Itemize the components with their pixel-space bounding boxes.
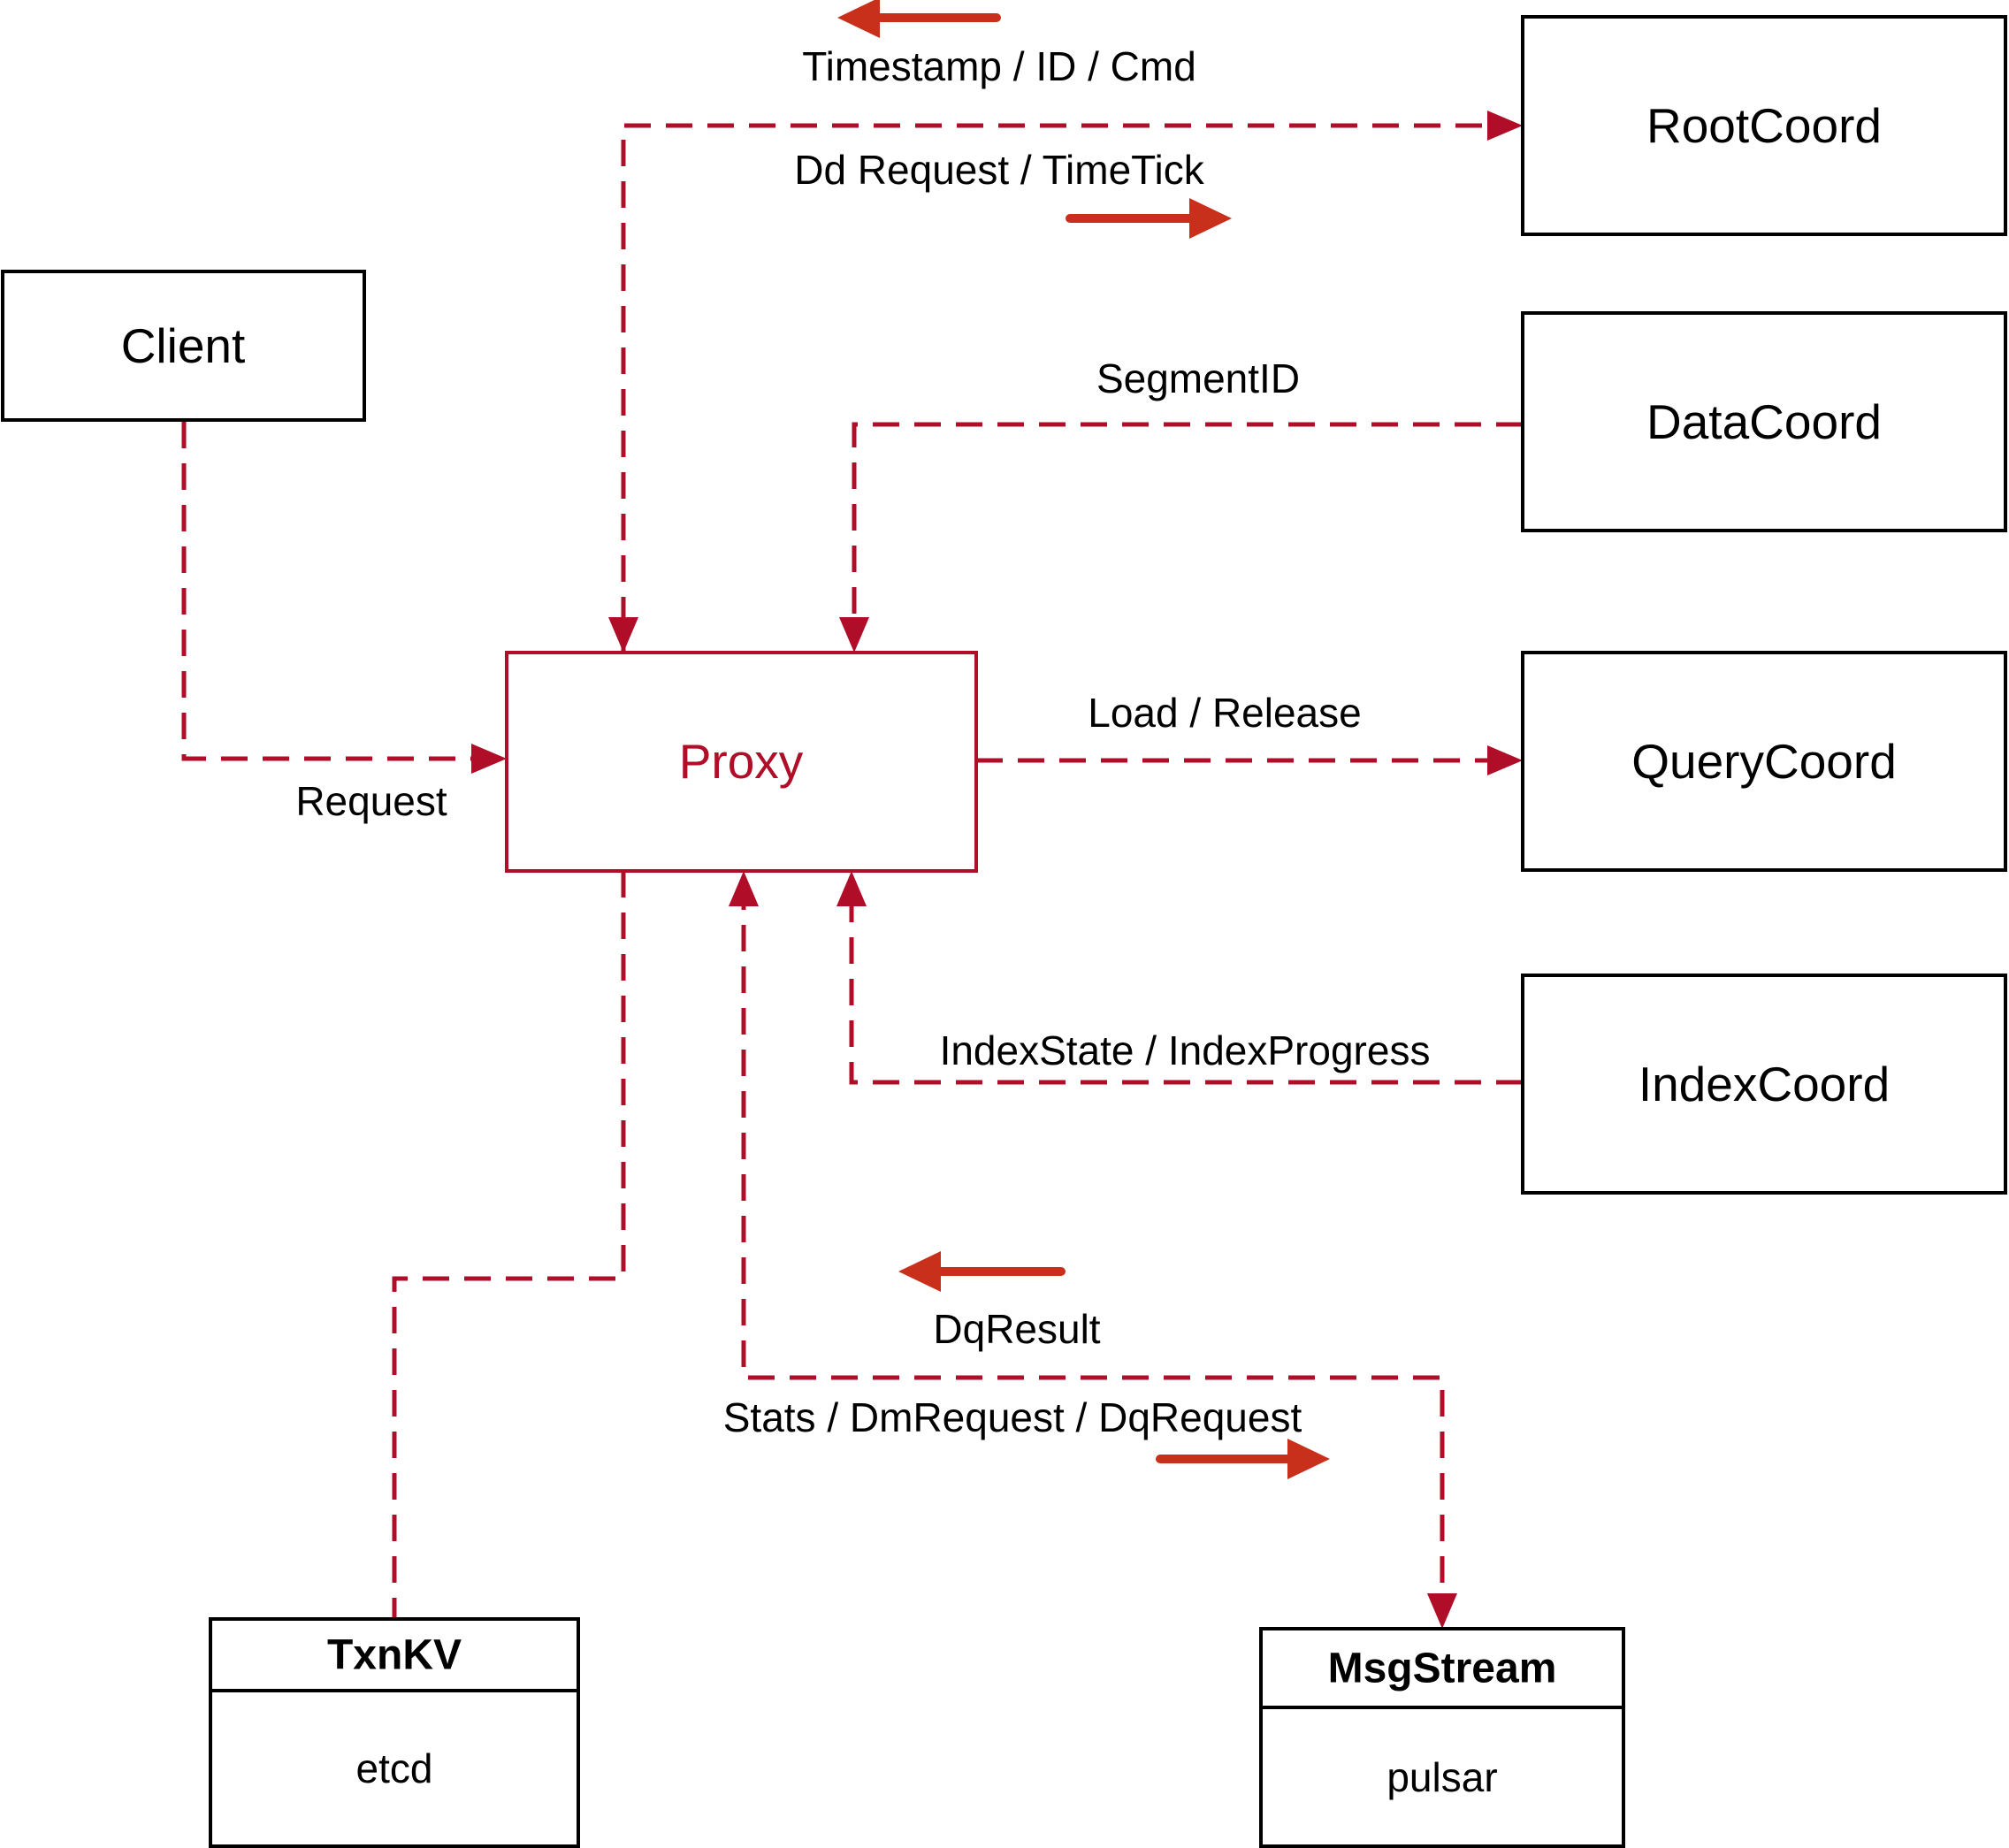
node-proxy-label: Proxy bbox=[679, 734, 804, 789]
edge-label-indexstate: IndexState / IndexProgress bbox=[940, 1027, 1431, 1073]
edge-label-request: Request bbox=[295, 778, 447, 824]
edge-label-load-release: Load / Release bbox=[1088, 690, 1361, 736]
node-datacoord bbox=[1521, 311, 2007, 532]
node-rootcoord bbox=[1521, 15, 2007, 236]
arrowhead-segmentid bbox=[839, 617, 869, 653]
edge-msgstream-line bbox=[741, 883, 1445, 1616]
edge-txnkv-line bbox=[392, 871, 626, 1619]
node-querycoord-label: QueryCoord bbox=[1631, 734, 1897, 789]
timestamp-left-arrow-head bbox=[837, 0, 880, 38]
dd-request-right-arrow-icon bbox=[1066, 198, 1232, 239]
edge-label-timestamp: Timestamp / ID / Cmd bbox=[802, 43, 1196, 89]
node-txnkv bbox=[209, 1617, 580, 1848]
dd-request-right-arrow-head bbox=[1189, 198, 1232, 239]
timestamp-left-arrow-icon bbox=[837, 0, 1001, 38]
node-client-label: Client bbox=[121, 318, 246, 373]
dqresult-left-arrow-head bbox=[898, 1251, 941, 1292]
node-msgstream-impl: pulsar bbox=[1386, 1754, 1497, 1800]
node-indexcoord bbox=[1521, 974, 2007, 1195]
node-datacoord-label: DataCoord bbox=[1646, 394, 1882, 449]
node-indexcoord-label: IndexCoord bbox=[1639, 1057, 1890, 1111]
edge-label-stats: Stats / DmRequest / DqRequest bbox=[723, 1394, 1302, 1440]
arrowhead-request bbox=[471, 744, 507, 774]
arrowhead-rootcoord bbox=[1487, 111, 1523, 141]
edge-request-line bbox=[181, 422, 495, 761]
edge-label-dqresult: DqResult bbox=[933, 1306, 1100, 1352]
dqresult-left-arrow-icon bbox=[898, 1251, 1066, 1292]
edge-label-segmentid: SegmentID bbox=[1096, 355, 1300, 401]
arrowhead-proxy-top-left bbox=[608, 617, 638, 653]
node-msgstream-title: MsgStream bbox=[1328, 1646, 1557, 1692]
node-txnkv-title: TxnKV bbox=[327, 1632, 462, 1679]
edge-rootcoord-loop-line bbox=[621, 123, 1510, 665]
edge-indexstate-line bbox=[849, 883, 1523, 1085]
edge-label-dd-request: Dd Request / TimeTick bbox=[794, 147, 1205, 193]
edge-segmentid-line bbox=[852, 422, 1523, 640]
arrowhead-msgstream-down bbox=[1427, 1593, 1457, 1629]
node-querycoord bbox=[1521, 651, 2007, 872]
node-msgstream bbox=[1259, 1627, 1625, 1848]
arrowhead-msgstream-up bbox=[729, 871, 759, 906]
stats-right-arrow-head bbox=[1287, 1439, 1330, 1479]
node-proxy bbox=[505, 651, 978, 873]
arrowhead-load-release bbox=[1487, 745, 1523, 775]
node-client bbox=[1, 270, 366, 422]
arrowhead-indexstate bbox=[836, 871, 867, 906]
node-rootcoord-label: RootCoord bbox=[1646, 98, 1882, 153]
node-txnkv-impl: etcd bbox=[356, 1745, 433, 1791]
stats-right-arrow-icon bbox=[1156, 1439, 1330, 1479]
